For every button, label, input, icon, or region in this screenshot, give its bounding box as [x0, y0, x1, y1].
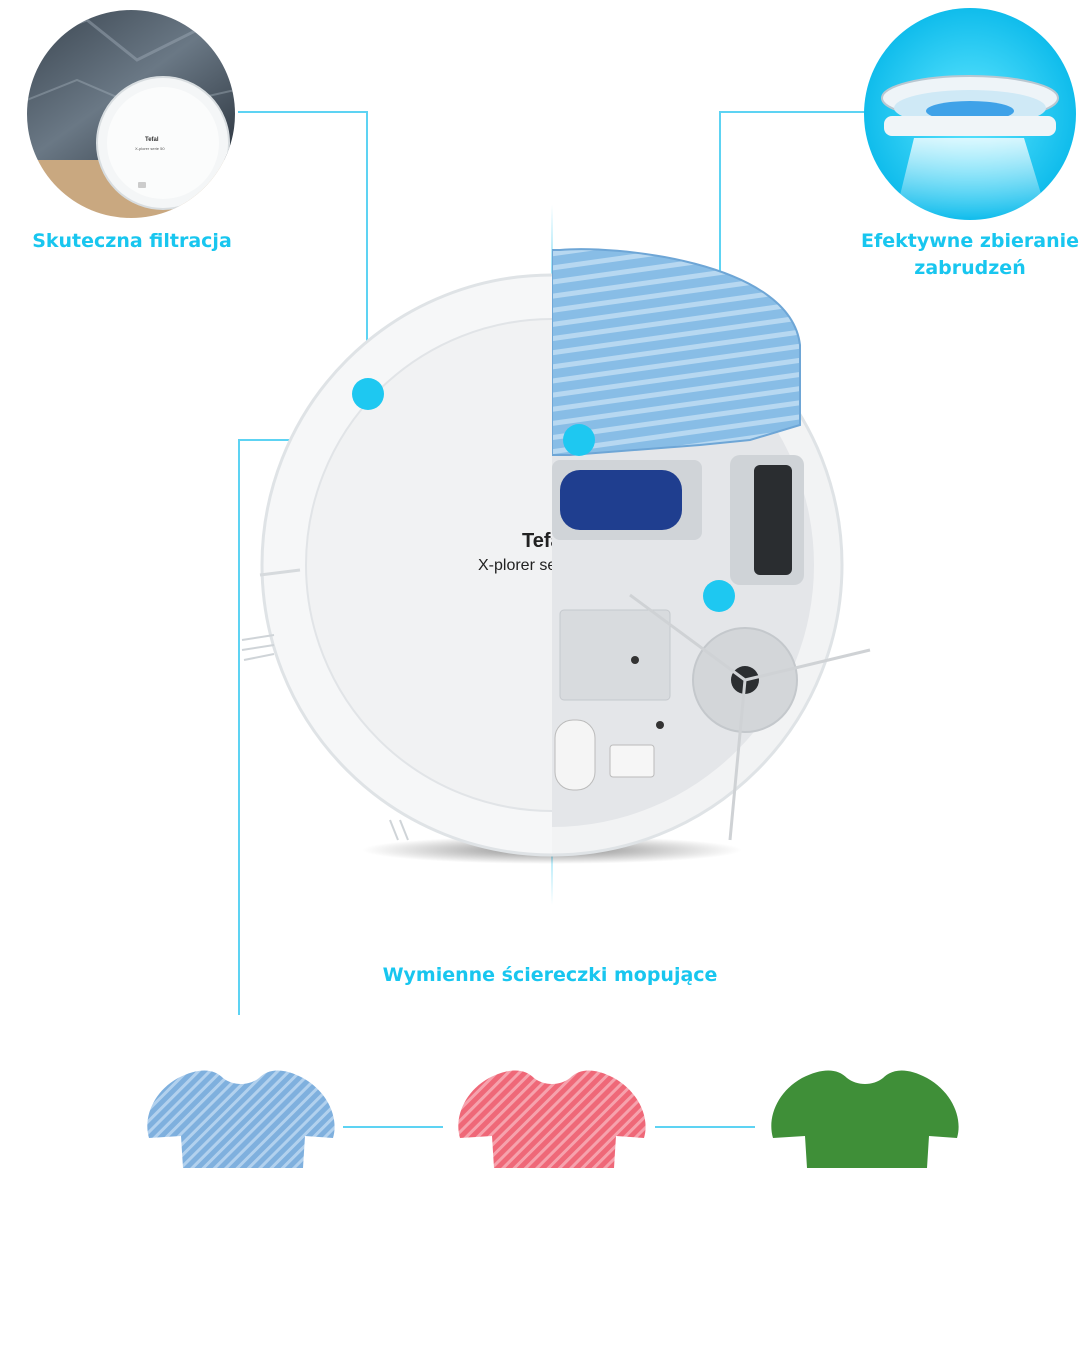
dirt-dot[interactable]	[703, 580, 735, 612]
dirt-connector-h	[720, 111, 866, 113]
mop-dot[interactable]	[563, 424, 595, 456]
mop-pad-green[interactable]	[767, 1068, 963, 1172]
mop-pad-blue[interactable]	[143, 1068, 339, 1172]
mop-link-1	[343, 1126, 443, 1128]
mops-label: Wymienne ściereczki mopujące	[382, 964, 718, 986]
filtration-dot[interactable]	[352, 378, 384, 410]
dirt-label-line1: Efektywne zbieranie	[861, 230, 1079, 252]
filtration-connector-h	[238, 111, 367, 113]
mini-brand: Tefal	[145, 137, 159, 143]
filtration-label: Skuteczna filtracja	[32, 230, 232, 252]
filtration-photo: Tefal X-plorer serie 50	[27, 10, 235, 218]
svg-text:X-plorer serie 50: X-plorer serie 50	[135, 146, 165, 151]
filtration-connector-v	[366, 111, 368, 394]
robot-brand: Tefal	[522, 530, 567, 552]
mop-connector-v	[238, 439, 240, 1015]
suction-photo	[864, 8, 1076, 220]
mop-pad-red[interactable]	[454, 1068, 650, 1172]
robot-model: X-plorer serie 50	[478, 557, 596, 574]
robot-image: Tefal X-plorer serie 50	[230, 240, 880, 880]
mop-link-2	[655, 1126, 755, 1128]
dirt-label-line2: zabrudzeń	[914, 257, 1026, 279]
